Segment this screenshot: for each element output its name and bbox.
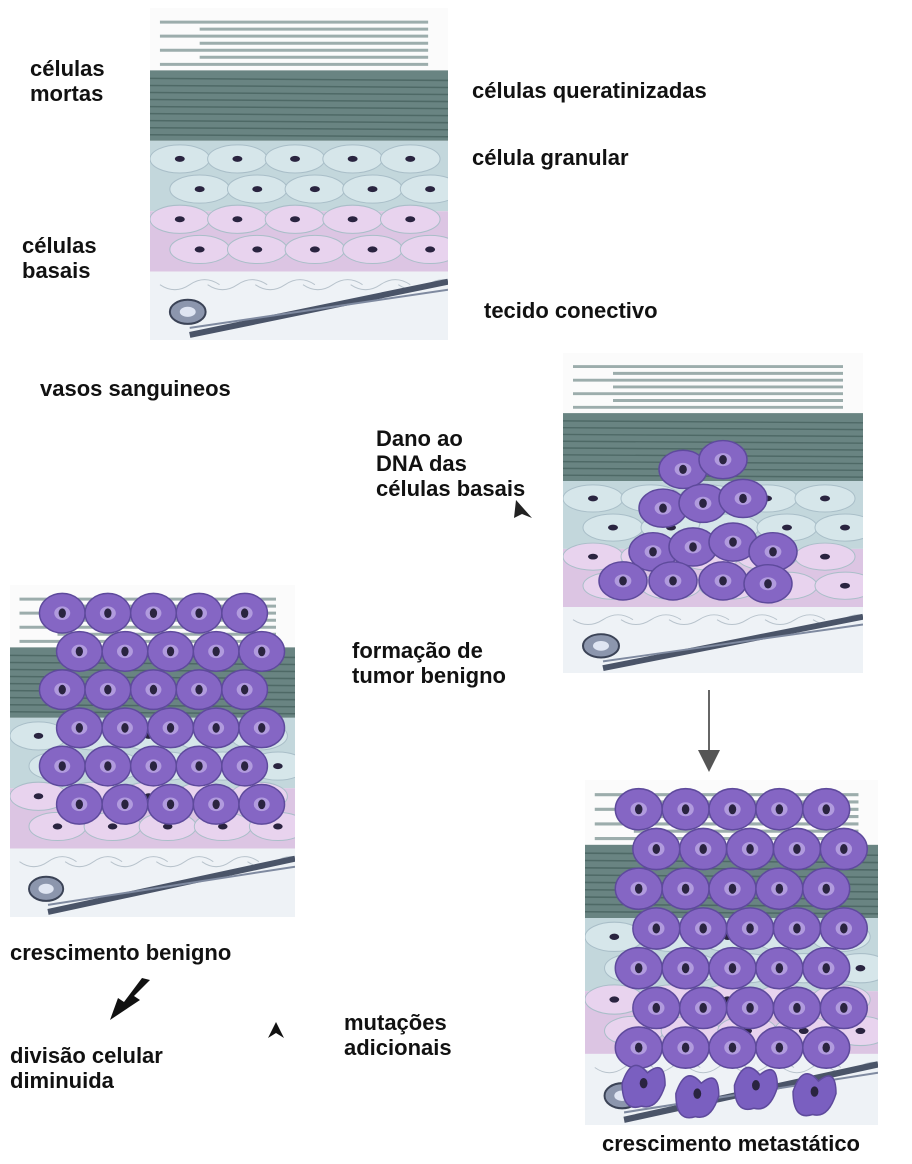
small-arrow-icon: [512, 498, 534, 520]
small-arrow-icon-2: [266, 1020, 286, 1040]
panel-dna-damage: [563, 353, 863, 673]
label-connective-tissue: tecido conectivo: [484, 298, 658, 323]
label-benign-tumor-formation: formação de tumor benigno: [352, 638, 506, 688]
label-dead-cells: células mortas: [30, 56, 105, 106]
label-benign-growth: crescimento benigno: [10, 940, 231, 965]
panel-normal-skin: [150, 8, 448, 340]
diagonal-arrow-icon: [104, 978, 154, 1022]
label-additional-mutations: mutações adicionais: [344, 1010, 452, 1060]
label-reduced-division: divisão celular diminuida: [10, 1043, 163, 1093]
label-granular-cell: célula granular: [472, 145, 629, 170]
illustration-normal-skin: [150, 8, 448, 340]
down-arrow-icon: [696, 690, 722, 774]
illustration-metastatic-growth: [585, 780, 878, 1125]
label-blood-vessels: vasos sanguineos: [40, 376, 231, 401]
label-metastatic-growth: crescimento metastático: [602, 1131, 860, 1156]
label-dna-damage: Dano ao DNA das células basais: [376, 426, 525, 501]
label-keratinized-cells: células queratinizadas: [472, 78, 707, 103]
illustration-dna-damage: [563, 353, 863, 673]
panel-metastatic-growth: [585, 780, 878, 1125]
label-basal-cells: células basais: [22, 233, 97, 283]
panel-benign-growth: [10, 585, 295, 917]
illustration-benign-growth: [10, 585, 295, 917]
